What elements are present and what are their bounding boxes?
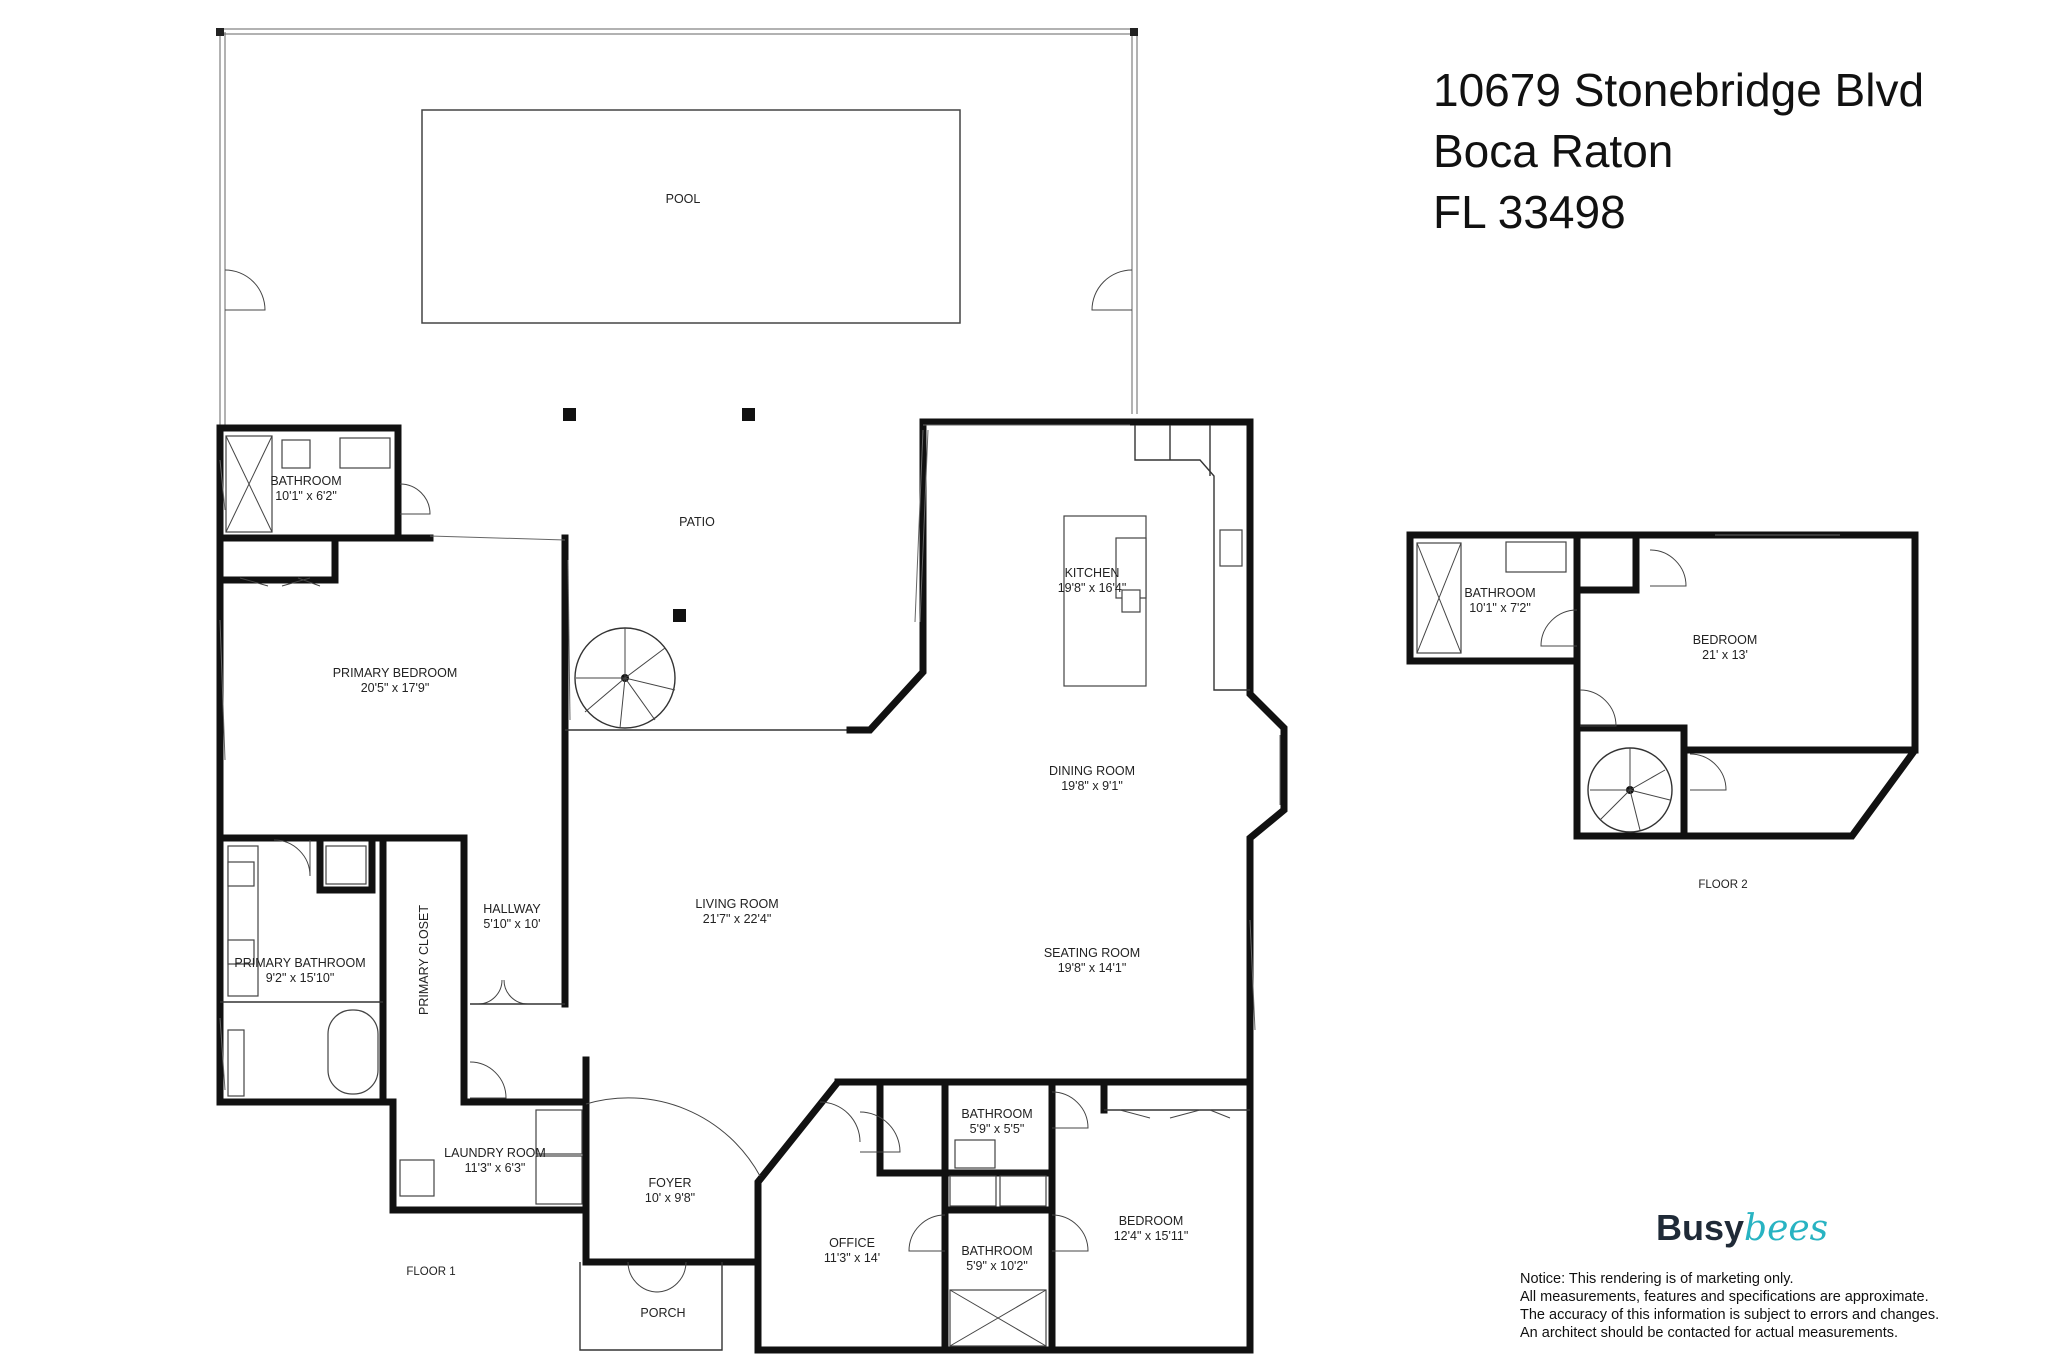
- bath23-fixtures: [908, 1091, 1089, 1347]
- hallway-name: HALLWAY: [483, 902, 541, 916]
- bathroom4-name: BATHROOM: [1464, 586, 1535, 600]
- primary-bedroom-dims: 20'5" x 17'9": [361, 681, 430, 695]
- seating-room-dims: 19'8" x 14'1": [1058, 961, 1127, 975]
- living-room-name: LIVING ROOM: [695, 897, 778, 911]
- patio-label: PATIO: [679, 515, 715, 529]
- address-city: Boca Raton: [1433, 125, 1674, 177]
- primary-bathroom-name: PRIMARY BATHROOM: [234, 956, 365, 970]
- laundry-room-dims: 11'3" x 6'3": [465, 1161, 526, 1175]
- bedroom1-name: BEDROOM: [1119, 1214, 1184, 1228]
- bathroom1-dims: 10'1" x 6'2": [275, 489, 337, 503]
- pool-enclosure: [216, 28, 1138, 428]
- notice-line-4: An architect should be contacted for act…: [1520, 1325, 1899, 1341]
- floor2-fixtures: [1416, 534, 1840, 833]
- spiral-stair-1: [574, 627, 676, 729]
- living-room-dims: 21'7" x 22'4": [703, 912, 772, 926]
- bathroom1-fixtures: [225, 435, 431, 533]
- bathroom1-name: BATHROOM: [270, 474, 341, 488]
- bedroom1-closet: [1100, 1078, 1250, 1119]
- address-state-zip: FL 33498: [1433, 186, 1626, 238]
- pool: [421, 109, 961, 324]
- bedroom1-dims: 12'4" x 15'11": [1114, 1229, 1189, 1243]
- laundry-fixtures: [399, 1061, 583, 1205]
- glass-walls: [219, 424, 1281, 1091]
- primary-closet-name: PRIMARY CLOSET: [417, 905, 431, 1015]
- bedroom2-dims: 21' x 13': [1702, 648, 1748, 662]
- hallway-dims: 5'10" x 10': [483, 917, 540, 931]
- closet-doors: [239, 577, 321, 587]
- seating-room-name: SEATING ROOM: [1044, 946, 1140, 960]
- kitchen-dims: 19'8" x 16'4": [1058, 581, 1127, 595]
- foyer-name: FOYER: [648, 1176, 691, 1190]
- porch: [579, 1261, 723, 1351]
- brand-part2: bees: [1744, 1208, 1829, 1249]
- porch-name: PORCH: [640, 1306, 685, 1320]
- primary-bath-fixtures: [227, 839, 379, 1097]
- brand-part1: Busy: [1656, 1207, 1745, 1248]
- dining-room-name: DINING ROOM: [1049, 764, 1135, 778]
- bathroom3-name: BATHROOM: [961, 1244, 1032, 1258]
- laundry-room-name: LAUNDRY ROOM: [444, 1146, 546, 1160]
- foyer-door-arc: [585, 1097, 761, 1177]
- notice-line-2: All measurements, features and specifica…: [1520, 1289, 1929, 1305]
- kitchen-fixtures: [1063, 425, 1250, 691]
- notice-line-3: The accuracy of this information is subj…: [1520, 1307, 1940, 1323]
- address-block: 10679 Stonebridge Blvd Boca Raton FL 334…: [1433, 60, 1924, 243]
- floor2-label: FLOOR 2: [1698, 879, 1747, 891]
- hallway-doors: [470, 979, 565, 1005]
- primary-bathroom-dims: 9'2" x 15'10": [266, 971, 335, 985]
- bathroom3-dims: 5'9" x 10'2": [966, 1259, 1028, 1273]
- pool-label: POOL: [666, 192, 701, 206]
- room-labels: POOL PATIO BATHROOM 10'1" x 6'2" PRIMARY…: [234, 192, 1757, 1320]
- office-name: OFFICE: [829, 1236, 875, 1250]
- office-dims: 11'3" x 14': [824, 1251, 880, 1265]
- bathroom2-name: BATHROOM: [961, 1107, 1032, 1121]
- kitchen-name: KITCHEN: [1065, 566, 1120, 580]
- disclaimer-notice: Notice: This rendering is of marketing o…: [1520, 1270, 1939, 1342]
- notice-line-1: Notice: This rendering is of marketing o…: [1520, 1271, 1794, 1287]
- dining-room-dims: 19'8" x 9'1": [1061, 779, 1123, 793]
- floor1-walls: [216, 418, 1288, 1354]
- office-door-2: [819, 1101, 861, 1143]
- bathroom4-dims: 10'1" x 7'2": [1469, 601, 1531, 615]
- patio-columns: [563, 408, 755, 622]
- foyer-dims: 10' x 9'8": [645, 1191, 695, 1205]
- floor2-walls: [1406, 531, 1919, 840]
- bedroom2-name: BEDROOM: [1693, 633, 1758, 647]
- address-street: 10679 Stonebridge Blvd: [1433, 64, 1925, 116]
- office-door: [859, 1111, 901, 1153]
- primary-bedroom-name: PRIMARY BEDROOM: [333, 666, 458, 680]
- bathroom2-dims: 5'9" x 5'5": [970, 1122, 1025, 1136]
- floor1-label: FLOOR 1: [406, 1266, 455, 1278]
- busybees-logo: Busybees: [1656, 1208, 1828, 1249]
